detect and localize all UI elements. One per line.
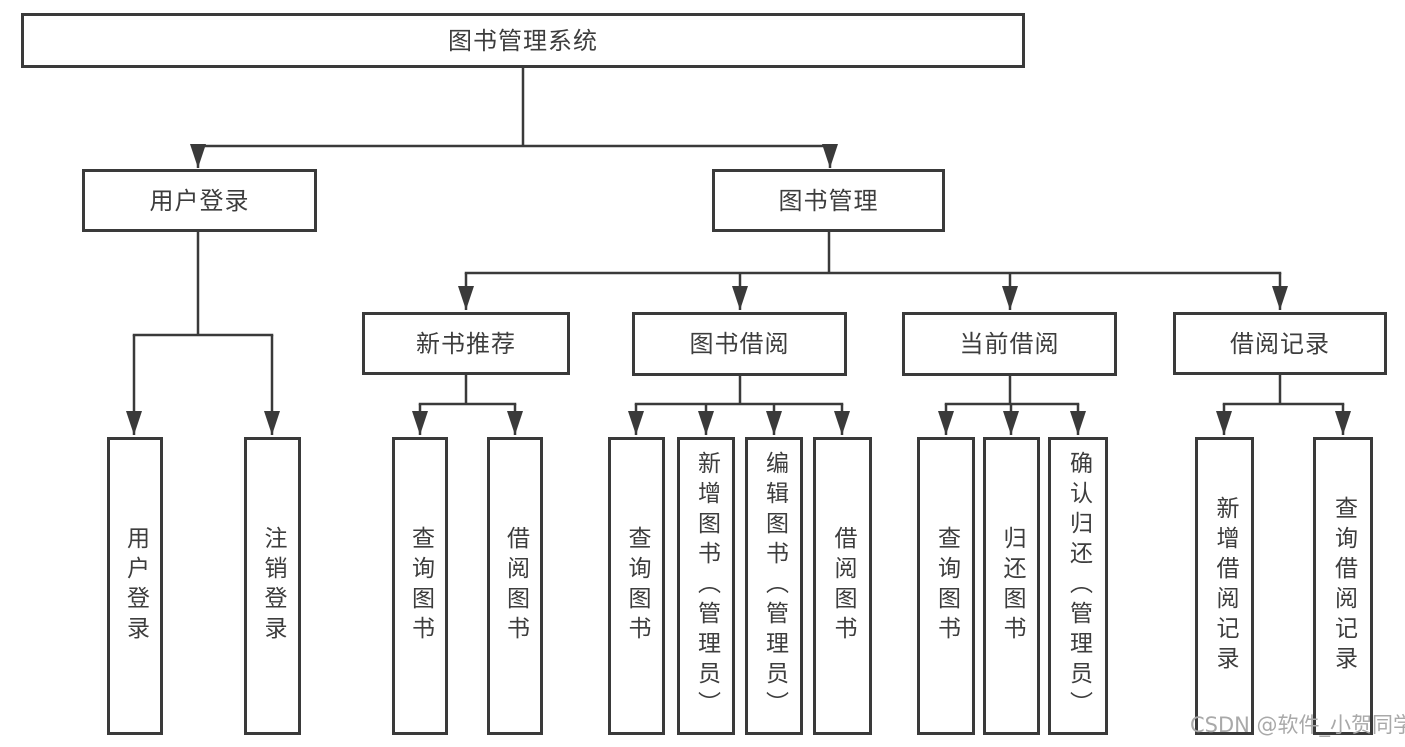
node-borrow-books-leaf: 借阅图书 bbox=[813, 437, 872, 735]
node-query-borrow-record: 查询借阅记录 bbox=[1313, 437, 1373, 735]
node-logout-leaf: 注销登录 bbox=[244, 437, 301, 735]
csdn-watermark: CSDN @软件_小贺同学 bbox=[1190, 713, 1405, 737]
node-return-book: 归还图书 bbox=[983, 437, 1040, 735]
node-user-login-group: 用户登录 bbox=[82, 169, 317, 232]
node-book-management: 图书管理 bbox=[712, 169, 945, 232]
node-book-borrowing: 图书借阅 bbox=[632, 312, 847, 376]
node-new-book-recommend: 新书推荐 bbox=[362, 312, 570, 375]
node-add-borrow-record: 新增借阅记录 bbox=[1195, 437, 1254, 735]
node-current-borrowing: 当前借阅 bbox=[902, 312, 1117, 376]
node-confirm-return-admin: 确认归还（管理员） bbox=[1048, 437, 1108, 735]
tree-branch-lines bbox=[132, 64, 1345, 406]
node-user-login-leaf: 用户登录 bbox=[107, 437, 163, 735]
arrow-connectors bbox=[126, 144, 1351, 435]
node-add-book-admin: 新增图书（管理员） bbox=[677, 437, 735, 735]
node-query-books-recommend: 查询图书 bbox=[392, 437, 448, 735]
node-root-system: 图书管理系统 bbox=[21, 13, 1025, 68]
node-query-books-borrowing: 查询图书 bbox=[608, 437, 665, 735]
node-borrow-books-recommend: 借阅图书 bbox=[487, 437, 543, 735]
node-edit-book-admin: 编辑图书（管理员） bbox=[745, 437, 803, 735]
node-query-books-current: 查询图书 bbox=[917, 437, 975, 735]
node-borrow-records: 借阅记录 bbox=[1173, 312, 1387, 375]
